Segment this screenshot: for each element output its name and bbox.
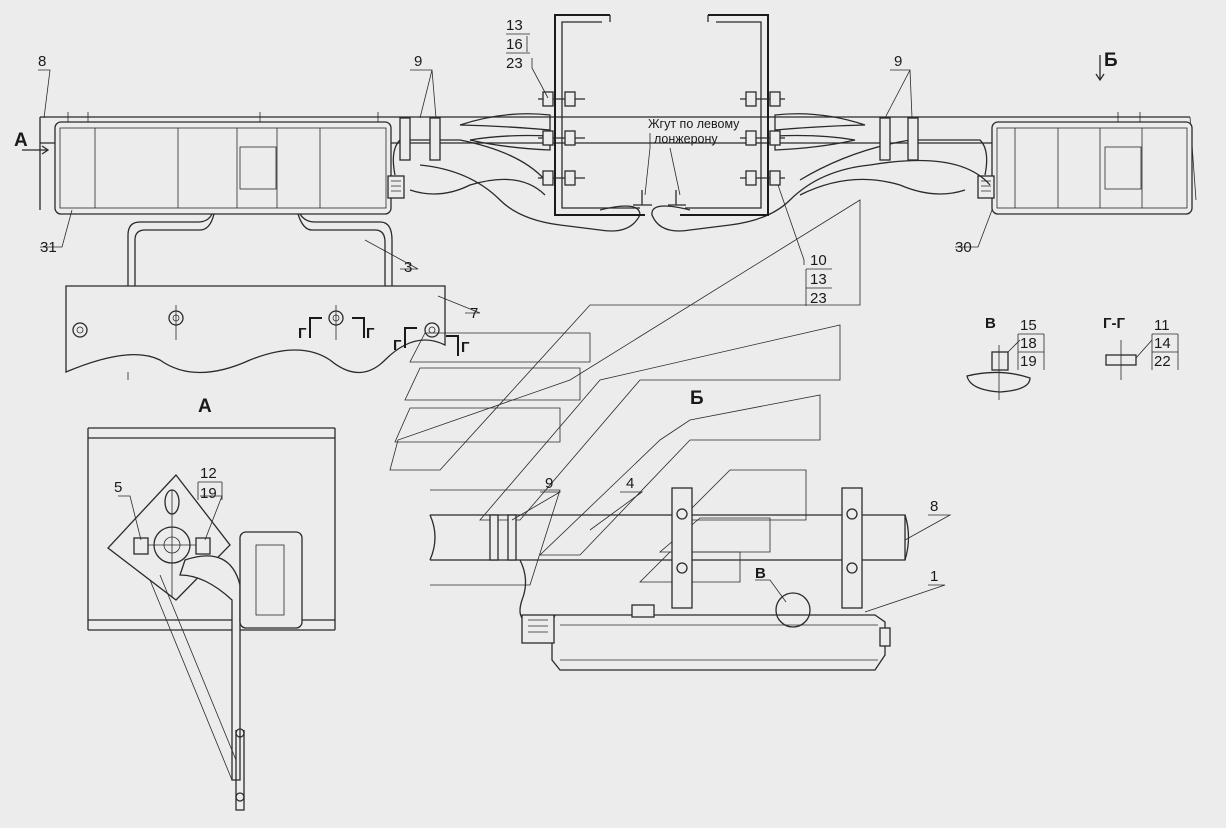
callout-23-right: 23 (810, 290, 827, 307)
view-b-lamp-1 (521, 592, 891, 671)
callout-8-top: 8 (38, 53, 46, 70)
callout-16: 16 (506, 36, 523, 53)
right-rear-lamp (977, 112, 1193, 215)
callout-1: 1 (930, 568, 938, 585)
section-mark-g-3: Г (393, 337, 402, 354)
bolts-left (538, 91, 585, 186)
view-v-title: В (985, 315, 996, 332)
callout-22: 22 (1154, 353, 1171, 370)
bolts-right (740, 91, 785, 186)
view-b-title: Б (690, 388, 704, 409)
callout-5: 5 (114, 479, 122, 496)
callout-19-a: 19 (200, 485, 217, 502)
view-b-frame-silhouettes (389, 199, 861, 586)
detail-v (966, 345, 1031, 400)
section-mark-g-2: Г (366, 325, 375, 342)
callout-15: 15 (1020, 317, 1037, 334)
callout-8-b: 8 (930, 498, 938, 515)
callout-9-left: 9 (414, 53, 422, 70)
wiring-harness-top (392, 139, 991, 232)
view-b-mount-brackets (671, 487, 863, 609)
section-mark-g-4: Г (461, 339, 470, 356)
view-b-tube-8 (429, 514, 910, 561)
callout-13-top: 13 (506, 17, 523, 34)
callout-23-top: 23 (506, 55, 523, 72)
view-a-marker: А (14, 130, 28, 151)
callout-9-right: 9 (894, 53, 902, 70)
callout-10: 10 (810, 252, 827, 269)
plate-7 (65, 285, 446, 380)
section-mark-g-1: Г (298, 325, 307, 342)
u-bracket-left (554, 14, 645, 216)
detail-g-g (1105, 340, 1137, 380)
section-marks: Г Г Г Г (298, 317, 470, 356)
callout-14: 14 (1154, 335, 1171, 352)
callout-31: 31 (40, 239, 57, 256)
callout-13-right: 13 (810, 271, 827, 288)
view-a-title: А (198, 396, 212, 417)
callout-19-v: 19 (1020, 353, 1037, 370)
left-rear-lamp (54, 112, 405, 215)
callout-30: 30 (955, 239, 972, 256)
harness-ties (633, 190, 686, 206)
harness-note-line2: лонжерону (654, 132, 718, 146)
view-v-marker: В (755, 565, 766, 582)
callout-4: 4 (626, 475, 634, 492)
u-bracket-right (680, 14, 769, 216)
callout-12: 12 (200, 465, 217, 482)
callout-7: 7 (470, 305, 478, 322)
harness-note-line1: Жгут по левому (648, 117, 740, 131)
callout-11: 11 (1154, 317, 1170, 334)
view-arrows (22, 55, 1105, 155)
view-a (87, 427, 336, 811)
callout-3: 3 (404, 259, 412, 276)
view-b-marker: Б (1104, 50, 1118, 71)
callout-18: 18 (1020, 335, 1037, 352)
callout-9-b: 9 (545, 475, 553, 492)
view-b-clamps-9 (489, 514, 527, 619)
view-g-title: Г-Г (1103, 315, 1125, 332)
bracket-3 (127, 213, 393, 300)
